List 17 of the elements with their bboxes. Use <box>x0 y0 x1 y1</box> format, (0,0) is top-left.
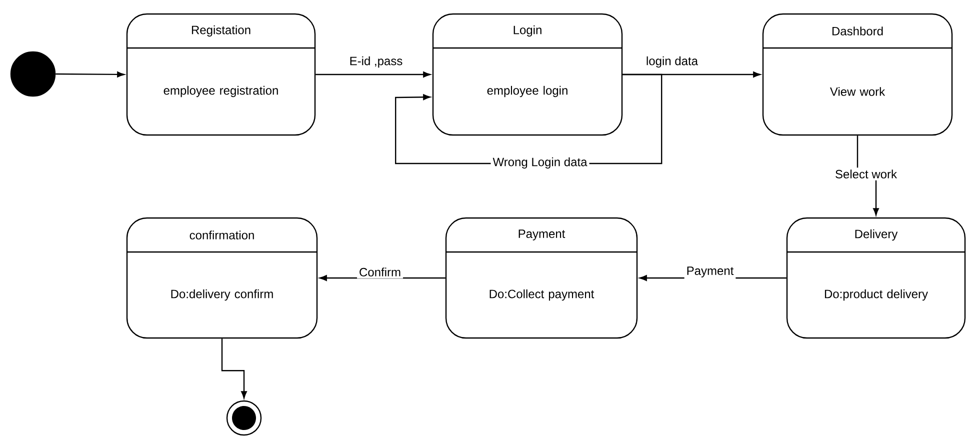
state-box: Delivery Do:product delivery <box>786 217 966 339</box>
edge-label: Select work <box>833 168 900 180</box>
arrow <box>221 338 247 398</box>
edge-label: Payment <box>684 264 736 280</box>
state-box: confirmation Do:delivery confirm <box>126 217 318 339</box>
state-box: Payment Do:Collect payment <box>445 217 638 339</box>
edge-label: login data <box>644 54 700 70</box>
edge-label: Confirm <box>357 266 403 278</box>
state-box: Login employee login <box>432 13 623 136</box>
initial-state <box>10 51 56 97</box>
edge-label: E-id ,pass <box>347 54 405 70</box>
final-state <box>226 400 262 436</box>
state-box: Registation employee registration <box>126 13 316 136</box>
edge-label: Wrong Login data <box>490 155 590 171</box>
arrow <box>56 72 124 78</box>
state-box: Dashbord View work <box>762 13 953 136</box>
arrow <box>316 72 430 78</box>
